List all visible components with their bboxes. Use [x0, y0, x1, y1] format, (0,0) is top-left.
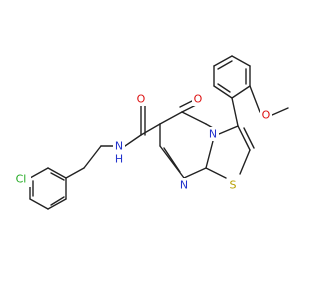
bond-line [65, 167, 85, 179]
bond-line [231, 85, 251, 99]
amide-nitrogen-label: N [115, 140, 123, 153]
bond-line [271, 107, 289, 116]
chlorine-atom-label: Cl [16, 173, 27, 186]
bond-line [29, 198, 49, 210]
bond-line [217, 60, 233, 70]
bond-line [218, 125, 239, 135]
amide-hydrogen-label: H [115, 153, 123, 166]
bond-line [47, 198, 67, 210]
bond-line [163, 147, 181, 173]
bond-line [140, 123, 161, 136]
sulfur-atom-label: S [230, 179, 237, 192]
amide-oxygen-label: O [137, 93, 146, 106]
bond-lines [29, 55, 289, 210]
bond-line [183, 167, 207, 179]
bond-line [159, 145, 185, 179]
bond-line [217, 83, 231, 93]
bond-line [205, 167, 227, 179]
bond-line [181, 104, 197, 113]
bond-line [47, 167, 67, 179]
bond-line [83, 145, 102, 169]
bond-line [50, 196, 65, 206]
bond-line [213, 55, 233, 67]
bond-line [29, 167, 49, 179]
bond-line [213, 85, 233, 99]
bond-line [159, 111, 183, 125]
pyrimidine-nitrogen-label: N [180, 179, 188, 192]
bond-line [181, 111, 207, 125]
carbonyl-oxygen-label: O [194, 93, 203, 106]
methoxy-oxygen-label: O [262, 109, 271, 122]
bond-line [179, 99, 195, 108]
bond-line [231, 55, 251, 67]
bond-line [124, 134, 142, 147]
molecule-structure: Cl N H O O N N S O [11, 55, 289, 210]
bond-line [237, 125, 251, 151]
bond-line [239, 149, 251, 175]
atom-labels: Cl N H O O N N S O [11, 92, 272, 192]
bridgehead-nitrogen-label: N [209, 128, 217, 141]
bond-line [50, 172, 65, 181]
bond-line [243, 127, 255, 149]
bond-line [231, 97, 239, 127]
bond-line [249, 85, 261, 113]
bond-line [205, 140, 214, 169]
